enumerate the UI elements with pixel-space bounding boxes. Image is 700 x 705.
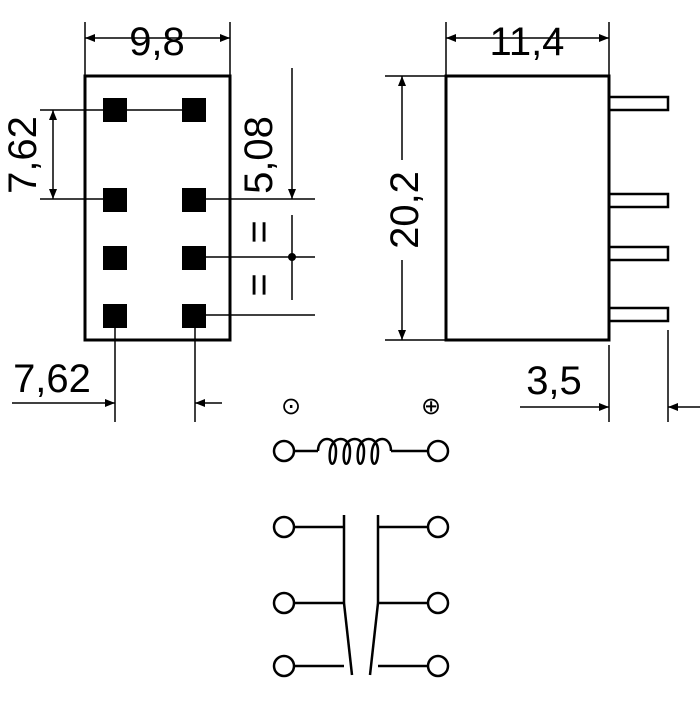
coil-terminal-left (272, 439, 296, 463)
pin-pad (182, 304, 206, 328)
contact-terminal (426, 515, 450, 539)
dim-pin-offset-label: 5,08 (237, 116, 281, 194)
dim-pin-length-label: 3,5 (526, 359, 582, 403)
dim-equal-label-lower: = (237, 273, 281, 296)
contact-terminal (426, 654, 450, 678)
pin-pad (182, 188, 206, 212)
coil-terminal-right (426, 439, 450, 463)
side-view (385, 22, 700, 422)
contact-terminal (272, 515, 296, 539)
plus-symbol: ⊕ (421, 393, 441, 420)
pin-pad (103, 188, 127, 212)
dim-depth-label: 11,4 (490, 20, 565, 64)
pin-pad (182, 246, 206, 270)
dim-row-pitch-label: 7,62 (1, 116, 45, 194)
top-view (12, 22, 315, 422)
contact-terminal (272, 591, 296, 615)
left-contact-set (272, 515, 354, 678)
right-contact-set (368, 515, 450, 678)
minus-symbol: ⊙ (281, 393, 301, 420)
relay-schematic (272, 437, 450, 678)
top-view-body (83, 74, 232, 342)
pin-pad (103, 246, 127, 270)
side-pin (607, 192, 670, 209)
side-pin (607, 245, 670, 262)
side-pin (607, 95, 670, 112)
contact-terminal (426, 591, 450, 615)
dim-height-label: 20,2 (383, 171, 427, 249)
pin-pad (103, 304, 127, 328)
switch-blade (368, 602, 380, 676)
dim-column-pitch-label: 7,62 (13, 357, 91, 401)
side-pin (607, 306, 670, 323)
side-view-body (444, 74, 611, 342)
dim-width-label: 9,8 (129, 20, 185, 64)
pin-pads (103, 98, 206, 328)
dim-equal-dot (288, 253, 296, 261)
dim-equal-label-upper: = (237, 220, 281, 243)
contact-terminal (272, 654, 296, 678)
side-pins (607, 95, 670, 323)
coil-icon (272, 437, 450, 465)
switch-blade (342, 602, 354, 676)
